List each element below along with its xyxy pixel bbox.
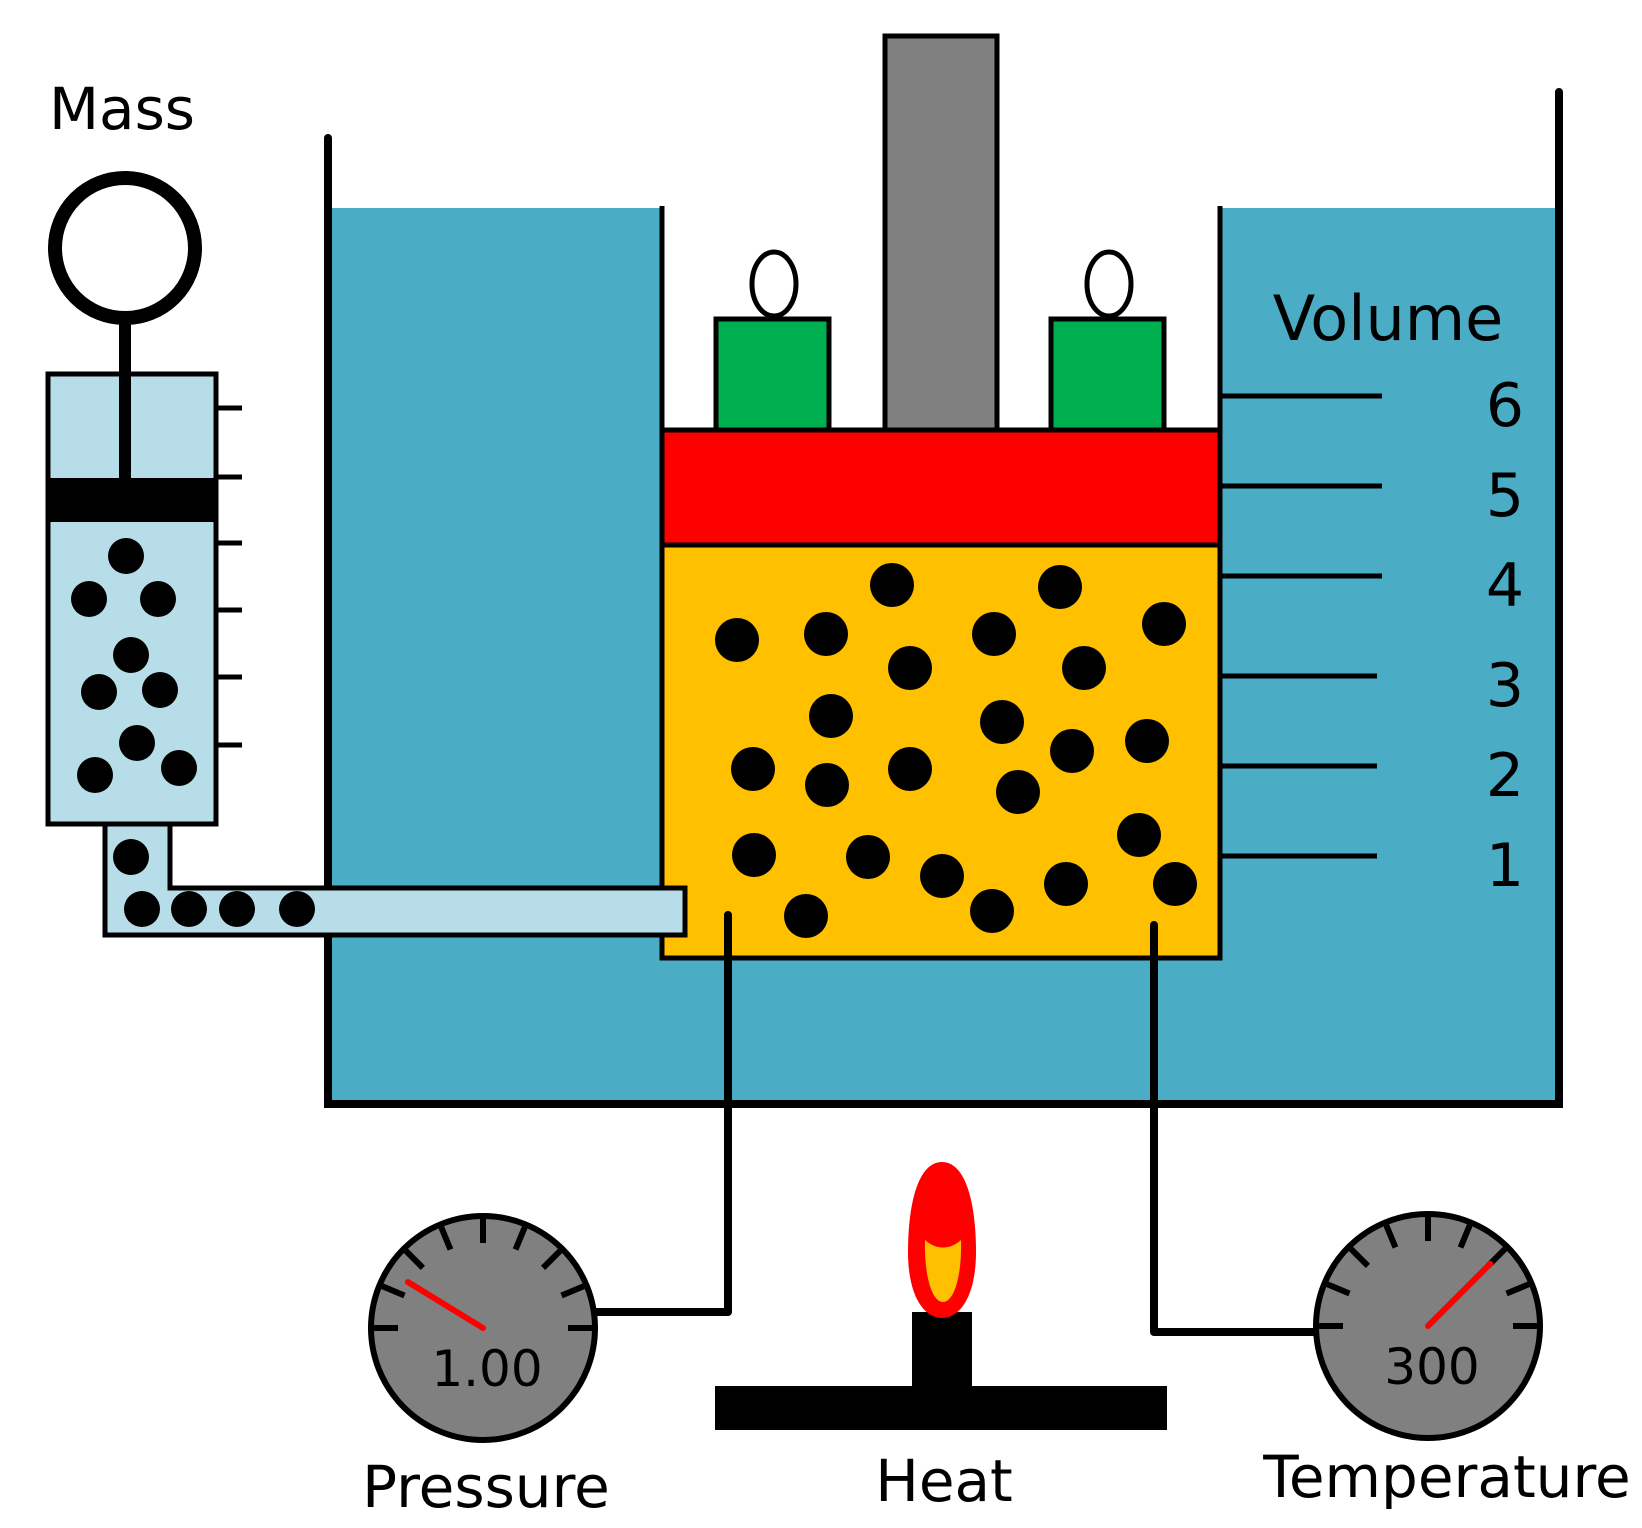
syringe-handle-ring xyxy=(48,171,202,325)
gas-particle xyxy=(809,694,853,738)
gauge-tick xyxy=(1457,1224,1473,1249)
pressure-gauge: 1.00 Pressure xyxy=(362,1213,610,1521)
gas-particle xyxy=(108,538,144,574)
volume-tick-label: 2 xyxy=(1486,741,1524,811)
weight-handle xyxy=(749,249,799,319)
volume-tick-label: 4 xyxy=(1486,551,1524,621)
weight-block xyxy=(1048,316,1167,435)
gauge-needle xyxy=(404,1279,486,1331)
gas-particle xyxy=(140,581,176,617)
gas-particle xyxy=(124,891,160,927)
piston-rod xyxy=(882,33,1000,435)
temperature-wire xyxy=(1150,921,1324,1336)
cylinder-particles xyxy=(715,563,1197,938)
gas-particle xyxy=(219,891,255,927)
burner-nozzle xyxy=(912,1312,972,1388)
gas-particle xyxy=(804,612,848,656)
gas-particle xyxy=(119,725,155,761)
gas-particle xyxy=(805,763,849,807)
gas-particle xyxy=(920,854,964,898)
gas-particle xyxy=(715,618,759,662)
piston xyxy=(659,427,1223,548)
flame-inner xyxy=(924,1240,962,1302)
flame-outer xyxy=(908,1162,976,1318)
gas-particle xyxy=(1038,565,1082,609)
volume-tick-label: 3 xyxy=(1486,651,1524,721)
gas-particle xyxy=(1153,862,1197,906)
volume-scale: Volume 1 2 3 4 5 6 xyxy=(1220,282,1524,901)
gauge-needle xyxy=(1425,1260,1494,1329)
gas-particle xyxy=(784,894,828,938)
pressure-wire xyxy=(591,911,732,1316)
gauge-tick xyxy=(1348,1246,1371,1269)
weight-handle xyxy=(1084,249,1134,319)
volume-tick-label: 5 xyxy=(1486,461,1524,531)
gas-particle xyxy=(846,835,890,879)
weight-left xyxy=(713,249,832,435)
gauge-tick xyxy=(381,1283,406,1299)
burner: Heat xyxy=(715,1162,1167,1515)
volume-tick-label: 1 xyxy=(1486,831,1524,901)
gas-particle xyxy=(1044,862,1088,906)
cylinder-wall xyxy=(659,206,1223,961)
heat-label: Heat xyxy=(875,1447,1013,1515)
gauge-tick xyxy=(560,1283,585,1299)
gas-particle xyxy=(161,750,197,786)
syringe-plunger-head xyxy=(48,478,216,522)
volume-label: Volume xyxy=(1273,282,1504,355)
gauge-tick xyxy=(403,1248,426,1271)
gas-particle xyxy=(732,833,776,877)
gas-particle xyxy=(77,757,113,793)
gas-particle xyxy=(731,747,775,791)
gas-particle xyxy=(996,770,1040,814)
gauge-tick xyxy=(512,1226,528,1251)
gas-particle xyxy=(171,891,207,927)
gauge-tick xyxy=(1383,1224,1399,1249)
gauge-tick xyxy=(438,1226,454,1251)
gauge-ticks xyxy=(374,1219,592,1331)
gas-particle xyxy=(888,747,932,791)
gauge-tick xyxy=(540,1248,563,1271)
gas-particle xyxy=(142,672,178,708)
gas-particle xyxy=(279,891,315,927)
volume-ticks: 1 2 3 4 5 6 xyxy=(1220,371,1524,901)
gas-particle xyxy=(888,646,932,690)
temperature-readout: 300 xyxy=(1384,1338,1479,1396)
gauge-tick xyxy=(1505,1281,1530,1297)
mass-label: Mass xyxy=(49,75,195,143)
weight-block xyxy=(713,316,832,435)
burner-base xyxy=(715,1386,1167,1430)
gas-particle xyxy=(870,563,914,607)
gas-particle xyxy=(980,700,1024,744)
gas-particle xyxy=(972,612,1016,656)
gas-particle xyxy=(1125,719,1169,763)
gauge-tick xyxy=(1326,1281,1351,1297)
flame-icon xyxy=(908,1162,976,1318)
gas-particle xyxy=(1117,813,1161,857)
pressure-label: Pressure xyxy=(362,1453,610,1521)
volume-tick-label: 6 xyxy=(1486,371,1524,441)
gas-particle xyxy=(81,674,117,710)
gas-particle xyxy=(970,889,1014,933)
temperature-label: Temperature xyxy=(1262,1443,1630,1511)
gas-particle xyxy=(1062,646,1106,690)
gas-particle xyxy=(1142,602,1186,646)
syringe-particles xyxy=(71,538,315,927)
gas-particle xyxy=(1050,729,1094,773)
gas-particle xyxy=(113,839,149,875)
syringe-graduations xyxy=(216,405,242,748)
temperature-gauge: 300 Temperature xyxy=(1262,1211,1631,1511)
gas-particle xyxy=(71,581,107,617)
pressure-readout: 1.00 xyxy=(431,1340,542,1398)
gas-particle xyxy=(113,637,149,673)
syringe: Mass xyxy=(45,75,688,938)
bath-wall xyxy=(324,88,1563,1108)
